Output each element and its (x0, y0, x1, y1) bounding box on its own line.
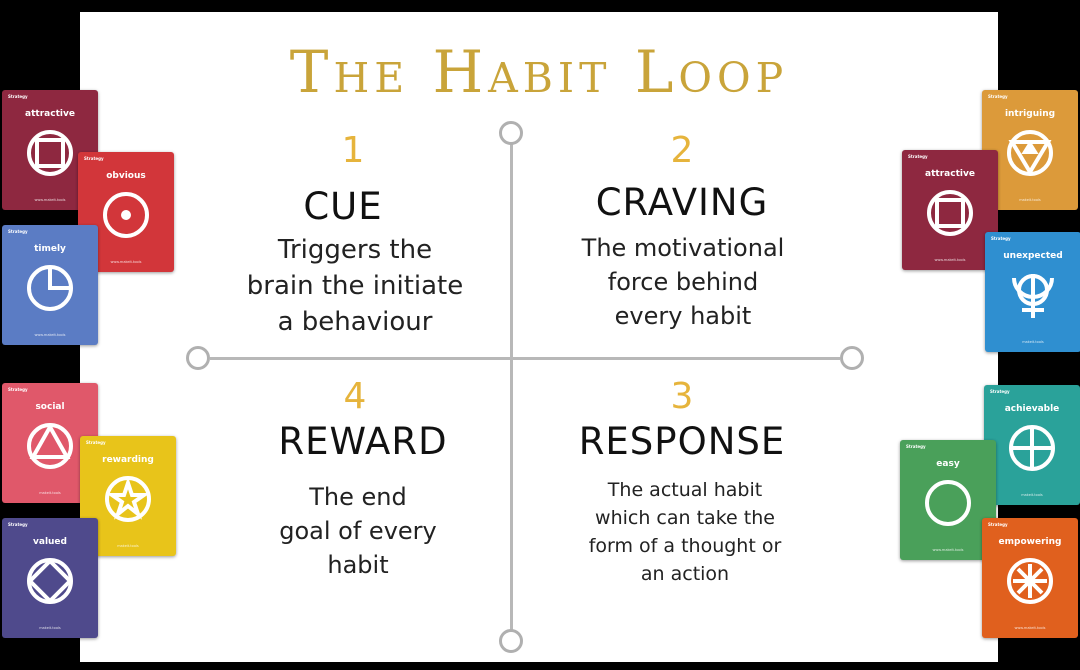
desc-line: The actual habit (607, 479, 763, 501)
axis-end-right (840, 346, 864, 370)
card-strategy-label: Strategy (988, 94, 1008, 99)
circle-dot-icon (103, 192, 149, 238)
craving-heading: CRAVING (595, 181, 769, 224)
vertical-axis (510, 144, 513, 630)
response-description: The actual habit which can take the form… (535, 476, 835, 588)
card-strategy-label: Strategy (8, 229, 28, 234)
desc-line: a behaviour (277, 307, 433, 337)
strategy-card-empowering: Strategy empowering www.makeit.tools (982, 518, 1078, 638)
circle-cross-icon (1009, 425, 1055, 471)
card-label: achievable (1004, 404, 1060, 414)
strategy-card-valued: Strategy valued makeit.tools (2, 518, 98, 638)
desc-line: an action (640, 563, 730, 585)
page-title: The Habit Loop (289, 38, 789, 106)
card-footer: www.makeit.tools (934, 258, 966, 262)
card-footer: www.makeit.tools (110, 260, 142, 264)
desc-line: every habit (614, 302, 752, 330)
desc-line: force behind (607, 268, 759, 296)
card-label: attractive (25, 109, 75, 119)
reward-heading: REWARD (278, 420, 448, 463)
strategy-card-obvious: Strategy obvious www.makeit.tools (78, 152, 174, 272)
desc-line: habit (327, 551, 389, 579)
card-footer: www.makeit.tools (932, 548, 964, 552)
card-strategy-label: Strategy (86, 440, 106, 445)
desc-line: goal of every (279, 517, 437, 545)
card-strategy-label: Strategy (906, 444, 926, 449)
card-footer: www.makeit.tools (1014, 626, 1046, 630)
psi-icon (1012, 274, 1054, 318)
reward-description: The end goal of every habit (208, 480, 508, 582)
card-label: social (35, 402, 65, 412)
card-footer: makeit.tools (1022, 340, 1044, 344)
card-strategy-label: Strategy (8, 94, 28, 99)
card-strategy-label: Strategy (8, 522, 28, 527)
craving-description: The motivational force behind every habi… (533, 231, 833, 333)
card-footer: makeit.tools (39, 491, 61, 495)
circle-diamond-icon (27, 558, 73, 604)
card-label: obvious (106, 171, 146, 181)
card-footer: makeit.tools (1019, 198, 1041, 202)
cue-description: Triggers the brain the initiate a behavi… (205, 232, 505, 340)
circle-icon (925, 480, 971, 526)
reward-number: 4 (343, 376, 367, 417)
axis-end-bottom (499, 629, 523, 653)
card-strategy-label: Strategy (990, 389, 1010, 394)
desc-line: brain the initiate (246, 271, 464, 301)
desc-line: form of a thought or (588, 535, 782, 557)
strategy-card-achievable: Strategy achievable makeit.tools (984, 385, 1080, 505)
circle-triangle-icon (27, 422, 73, 469)
card-strategy-label: Strategy (908, 154, 928, 159)
craving-number: 2 (670, 130, 694, 171)
strategy-card-attractive: Strategy attractive www.makeit.tools (902, 150, 998, 270)
card-label: valued (33, 537, 67, 547)
card-label: rewarding (102, 455, 154, 465)
card-strategy-label: Strategy (988, 522, 1008, 527)
horizontal-axis (210, 357, 840, 360)
desc-line: The end (309, 483, 407, 511)
card-footer: www.makeit.tools (34, 198, 66, 202)
circle-square-icon (927, 190, 973, 236)
axis-end-left (186, 346, 210, 370)
card-footer: www.makeit.tools (34, 333, 66, 337)
cue-heading: CUE (303, 185, 383, 228)
card-footer: makeit.tools (39, 626, 61, 630)
card-footer: makeit.tools (117, 544, 139, 548)
circle-asterisk-icon (1007, 558, 1053, 604)
card-strategy-label: Strategy (991, 236, 1011, 241)
card-strategy-label: Strategy (8, 387, 28, 392)
strategy-card-unexpected: Strategy unexpected makeit.tools (985, 232, 1080, 352)
circle-inverted-triangle-icon (1007, 130, 1053, 176)
card-label: easy (936, 459, 960, 469)
card-footer: makeit.tools (1021, 493, 1043, 497)
clock-icon (27, 265, 73, 311)
card-strategy-label: Strategy (84, 156, 104, 161)
card-label: attractive (925, 169, 975, 179)
strategy-card-timely: Strategy timely www.makeit.tools (2, 225, 98, 345)
desc-line: Triggers the (277, 235, 433, 265)
desc-line: which can take the (595, 507, 775, 529)
card-label: timely (34, 244, 66, 254)
response-number: 3 (670, 376, 694, 417)
cue-number: 1 (341, 130, 365, 171)
card-label: unexpected (1003, 251, 1063, 261)
card-label: intriguing (1004, 109, 1056, 119)
strategy-card-intriguing: Strategy intriguing makeit.tools (982, 90, 1078, 210)
circle-star-icon (105, 476, 151, 522)
response-heading: RESPONSE (578, 420, 786, 463)
circle-square-icon (27, 130, 73, 176)
strategy-card-easy: Strategy easy www.makeit.tools (900, 440, 996, 560)
infographic-panel (80, 12, 998, 662)
desc-line: The motivational (581, 234, 785, 262)
axis-end-top (499, 121, 523, 145)
card-label: empowering (998, 537, 1062, 547)
